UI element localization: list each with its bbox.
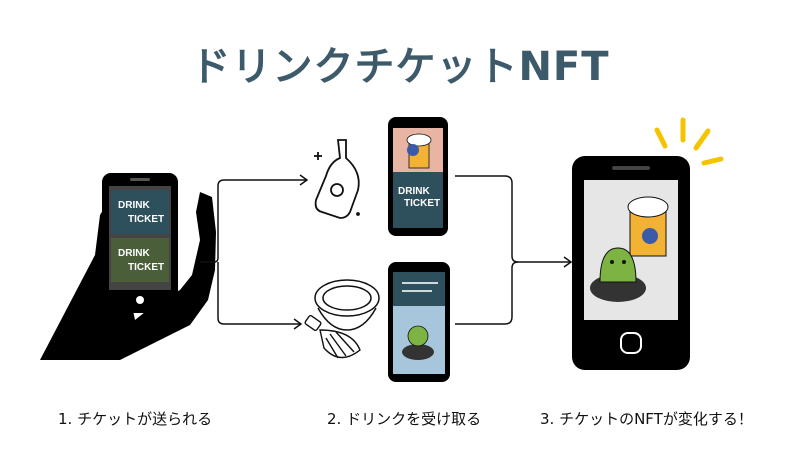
phone-1-ticket-green [111, 238, 169, 282]
hand-with-phone: DRINK TICKET DRINK TICKET [40, 173, 216, 360]
result-beer-foam [627, 196, 669, 218]
flow-arrows [200, 174, 573, 330]
phone-1-ticket-blue [111, 190, 169, 234]
merge-line-upper [455, 175, 519, 263]
phone-result [572, 156, 690, 370]
beer-bottle-icon [314, 139, 360, 219]
ticket-2-line2: TICKET [128, 262, 164, 273]
phone-1-speaker [130, 178, 150, 181]
phone-beer: DRINK TICKET [388, 117, 448, 236]
ticket-1-line1: DRINK [118, 200, 150, 211]
matcha-character [407, 325, 429, 347]
beer-character [407, 144, 419, 156]
step-2-caption: 2. ドリンクを受け取る [327, 410, 482, 428]
branch-line-upper [200, 179, 306, 263]
ticket-3-line2: TICKET [404, 198, 440, 209]
phone-matcha-screen-top [393, 272, 445, 306]
result-beer-character [642, 228, 658, 244]
ticket-2-line1: DRINK [118, 248, 150, 259]
phone-matcha [388, 262, 450, 382]
arrowhead-final [563, 256, 573, 268]
result-matcha-character [599, 247, 637, 283]
hand-icon [40, 192, 216, 360]
whisk-icon [304, 314, 361, 359]
step-3-caption: 3. チケットのNFTが変化する！ [540, 410, 753, 428]
attention-burst-icon [654, 117, 724, 166]
matcha-bowl-icon [314, 279, 380, 331]
phone-result-home-button [620, 332, 642, 354]
ticket-1-line2: TICKET [128, 214, 164, 225]
branch-line-lower [217, 262, 300, 325]
arrowhead-upper [299, 174, 309, 186]
matcha-pot [402, 344, 434, 360]
phone-result-speaker [612, 166, 650, 170]
phone-1-home-button [136, 296, 144, 304]
ticket-3-line1: DRINK [398, 186, 430, 197]
step-1-caption: 1. チケットが送られる [58, 410, 213, 428]
page-title: ドリンクチケットNFT [190, 44, 610, 90]
beer-foam [406, 133, 432, 147]
merge-line-lower [455, 261, 570, 325]
phone-beer-screen-bottom [393, 172, 443, 228]
arrowhead-lower [293, 318, 303, 330]
